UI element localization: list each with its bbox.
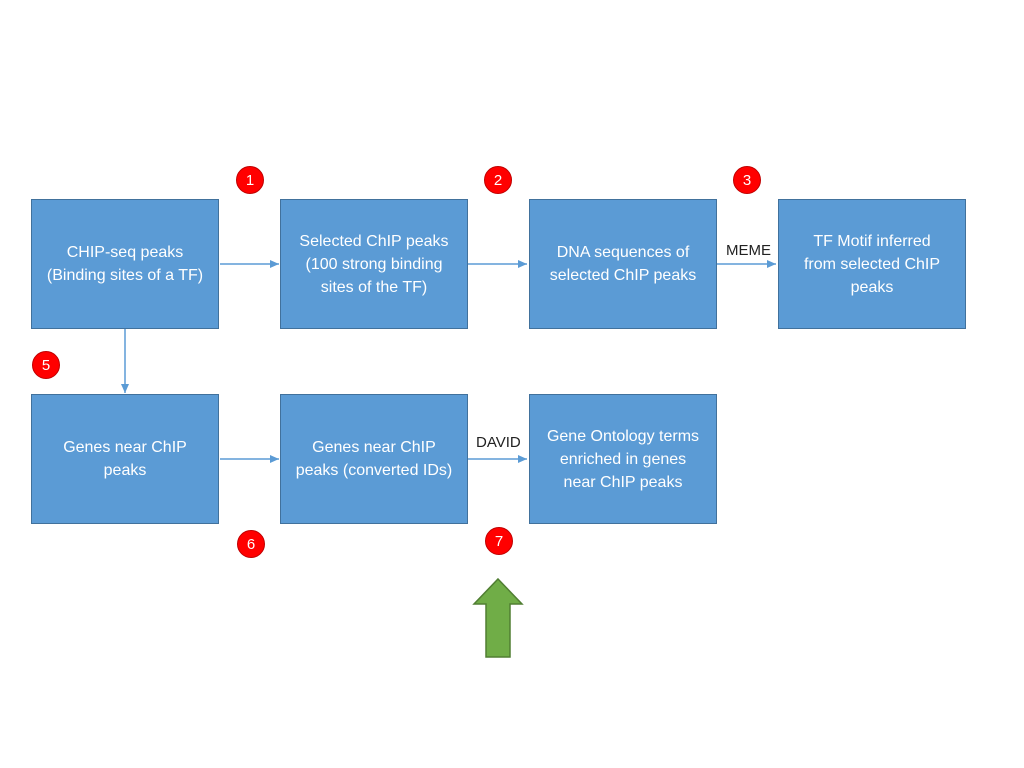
- box-dna-sequences: DNA sequences of selected ChIP peaks: [529, 199, 717, 329]
- edge-label-david: DAVID: [476, 434, 521, 451]
- step-badge-6: 6: [237, 530, 265, 558]
- box-selected-chip-peaks-label: Selected ChIP peaks (100 strong binding …: [299, 232, 449, 296]
- box-gene-ontology-terms: Gene Ontology terms enriched in genes ne…: [529, 394, 717, 524]
- box-genes-near-chip: Genes near ChIP peaks: [31, 394, 219, 524]
- step-badge-7: 7: [485, 527, 513, 555]
- box-dna-sequences-label: DNA sequences of selected ChIP peaks: [549, 244, 697, 284]
- box-chip-seq-peaks: CHIP-seq peaks (Binding sites of a TF): [31, 199, 219, 329]
- box-tf-motif: TF Motif inferred from selected ChIP pea…: [778, 199, 966, 329]
- edge-label-meme: MEME: [726, 242, 771, 259]
- box-tf-motif-label: TF Motif inferred from selected ChIP pea…: [803, 232, 941, 296]
- box-chip-seq-peaks-label: CHIP-seq peaks (Binding sites of a TF): [46, 244, 204, 284]
- box-genes-converted-ids-label: Genes near ChIP peaks (converted IDs): [295, 439, 453, 479]
- green-up-arrow-icon: [472, 577, 524, 658]
- box-genes-converted-ids: Genes near ChIP peaks (converted IDs): [280, 394, 468, 524]
- box-gene-ontology-terms-label: Gene Ontology terms enriched in genes ne…: [546, 427, 700, 491]
- step-badge-5: 5: [32, 351, 60, 379]
- step-badge-1: 1: [236, 166, 264, 194]
- step-badge-2: 2: [484, 166, 512, 194]
- step-badge-3: 3: [733, 166, 761, 194]
- box-genes-near-chip-label: Genes near ChIP peaks: [63, 439, 187, 479]
- box-selected-chip-peaks: Selected ChIP peaks (100 strong binding …: [280, 199, 468, 329]
